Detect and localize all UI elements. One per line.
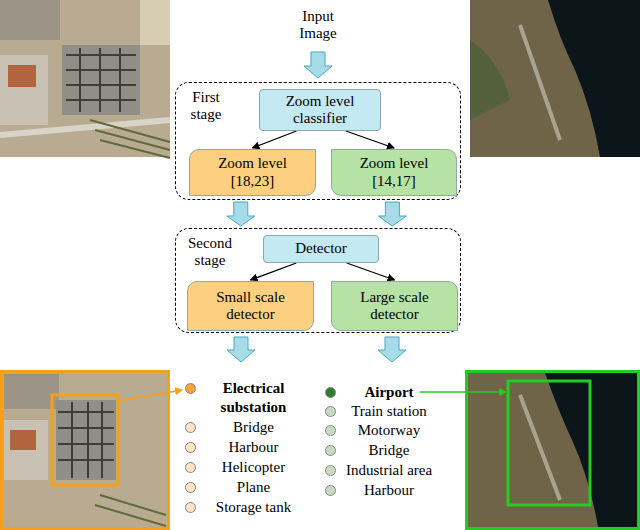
- box-label: Zoom level [14,17]: [353, 155, 435, 190]
- detector-box: Small scale detector: [187, 281, 314, 331]
- input-label: Input Image: [288, 8, 348, 43]
- arrow-line: [253, 131, 297, 148]
- stage-box: First stage Zoom level classifierZoom lev…: [175, 82, 461, 200]
- legend-dot: [185, 383, 196, 394]
- urban-satellite-image: [0, 0, 170, 158]
- box-label: Zoom level [18,23]: [212, 155, 294, 190]
- legend-dot: [185, 442, 196, 453]
- coast-satellite-image: [470, 0, 640, 157]
- zoom-level-box: Zoom level [14,17]: [331, 149, 457, 196]
- legend-row: Train station: [325, 402, 437, 421]
- legend-row: Bridge: [185, 418, 306, 437]
- legend-text: Bridge: [341, 441, 437, 460]
- legend-text: Storage tank: [201, 498, 306, 517]
- legend-dot: [185, 462, 196, 473]
- box-label: Large scale detector: [350, 289, 440, 324]
- detector-box: Large scale detector: [331, 281, 458, 331]
- legend-row: Helicopter: [185, 458, 306, 477]
- legend-row: Airport: [325, 383, 437, 402]
- zoom-level-box: Zoom level [18,23]: [189, 149, 316, 196]
- stage-box: Second stage DetectorSmall scale detector…: [175, 228, 461, 333]
- urban-satellite-result: [2, 372, 169, 529]
- leader-line: [420, 391, 506, 393]
- legend-dot: [185, 502, 196, 513]
- legend-dot: [325, 485, 336, 496]
- legend-text: Electrical substation: [201, 379, 306, 417]
- block-arrow: [227, 202, 255, 226]
- legend-text: Harbour: [201, 438, 306, 457]
- legend-row: Storage tank: [185, 498, 306, 517]
- block-arrow: [378, 202, 406, 226]
- legend-dot: [325, 425, 336, 436]
- box-label: Detector: [295, 240, 347, 257]
- legend-text: Airport: [341, 383, 437, 402]
- legend-dot: [325, 465, 336, 476]
- detector-box: Detector: [263, 235, 379, 263]
- legend-row: Electrical substation: [185, 379, 306, 417]
- stage-heading: First stage: [180, 89, 232, 124]
- leader-line: [119, 390, 182, 401]
- arrow-line: [347, 263, 395, 280]
- legend-row: Industrial area: [325, 461, 437, 480]
- legend-dot: [325, 406, 336, 417]
- legend-text: Harbour: [341, 481, 437, 500]
- legend-text: Helicopter: [201, 458, 306, 477]
- box-label: Small scale detector: [206, 289, 296, 324]
- legend-text: Bridge: [201, 418, 306, 437]
- arrow-line: [251, 263, 297, 280]
- classifier-box: Zoom level classifier: [259, 89, 381, 131]
- legend-row: Plane: [185, 478, 306, 497]
- legend-dot: [325, 387, 336, 398]
- legend-dot: [185, 422, 196, 433]
- legend-text: Plane: [201, 478, 306, 497]
- legend-dot: [185, 482, 196, 493]
- legend-dot: [325, 445, 336, 456]
- stage-heading: Second stage: [180, 235, 240, 270]
- legend-row: Motorway: [325, 421, 437, 440]
- legend-row: Bridge: [325, 441, 437, 460]
- legend-text: Industrial area: [341, 461, 437, 480]
- legend-row: Harbour: [185, 438, 306, 457]
- legend-text: Train station: [341, 402, 437, 421]
- box-label: Zoom level classifier: [279, 93, 361, 128]
- arrow-line: [346, 131, 394, 148]
- coast-satellite-result: [467, 372, 639, 529]
- legend-text: Motorway: [341, 421, 437, 440]
- legend-row: Harbour: [325, 481, 437, 500]
